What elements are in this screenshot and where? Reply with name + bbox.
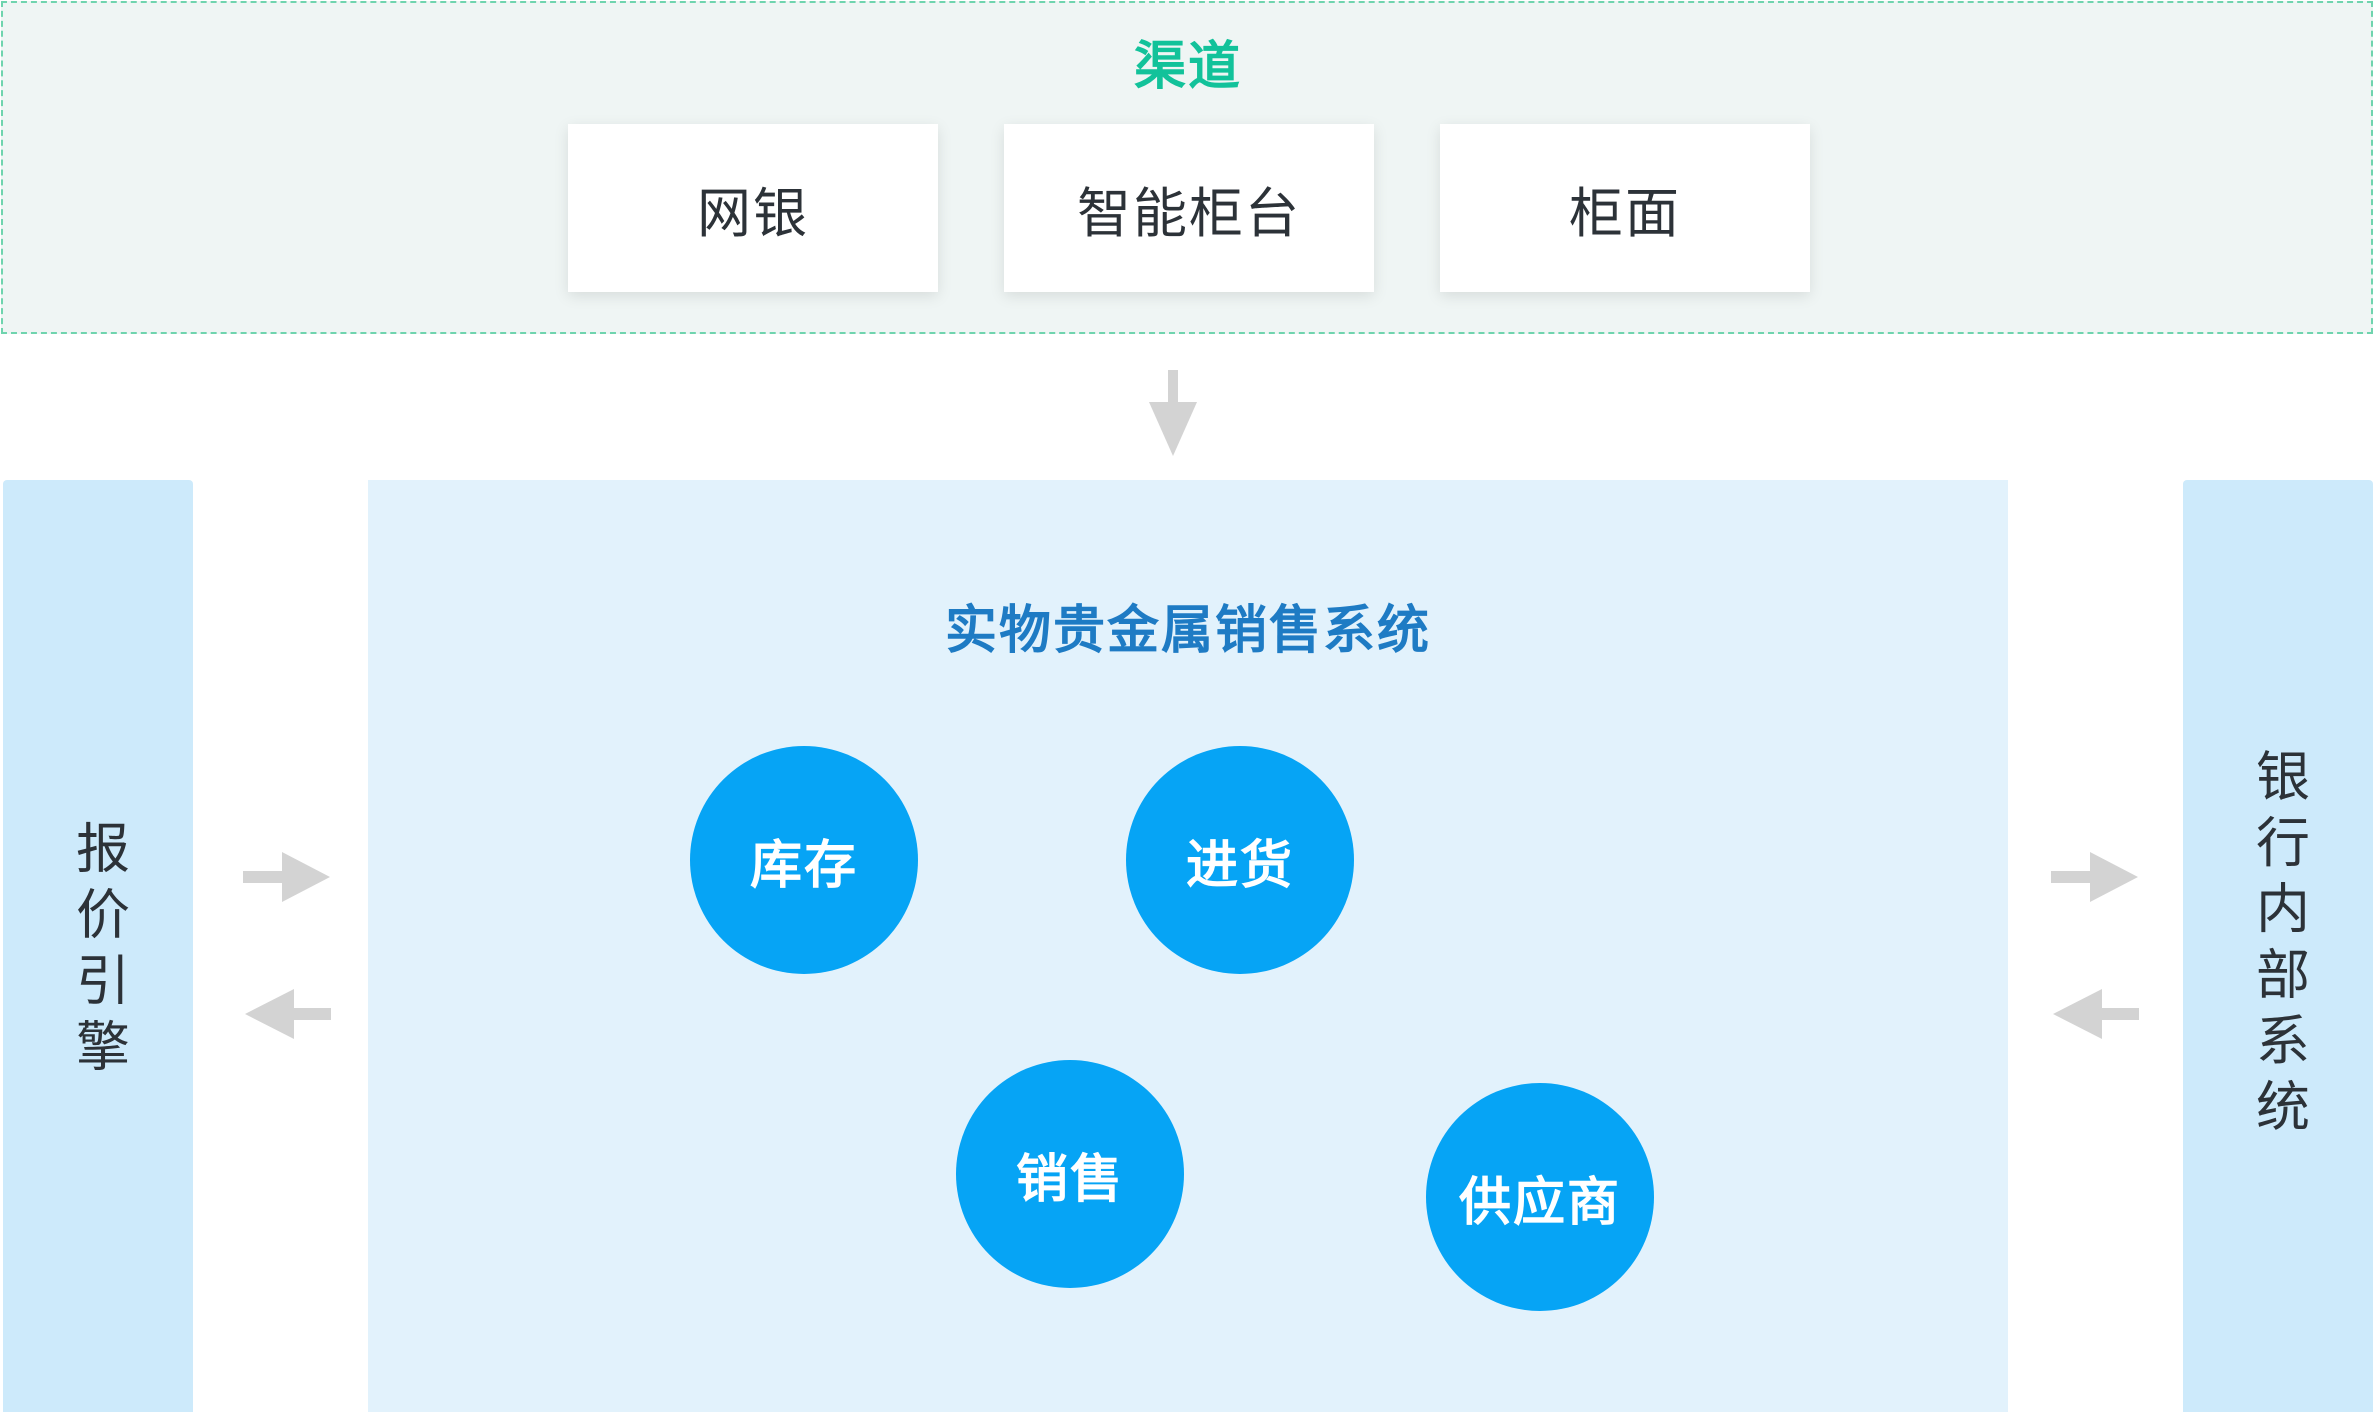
arrow-right-icon <box>2051 852 2138 902</box>
module-supplier: 供应商 <box>1426 1083 1654 1311</box>
quote-engine-panel: 报价引擎 <box>3 480 193 1412</box>
arrow-left-icon <box>245 989 331 1039</box>
module-sales: 销售 <box>956 1060 1184 1288</box>
channel-online-banking: 网银 <box>568 124 938 292</box>
arrow-right-icon <box>243 852 330 902</box>
module-purchasing: 进货 <box>1126 746 1354 974</box>
bank-internal-system-panel: 银行内部系统 <box>2183 480 2373 1412</box>
quote-engine-label: 报价引擎 <box>66 820 130 1084</box>
module-inventory: 库存 <box>690 746 918 974</box>
arrow-down-icon <box>1149 370 1197 456</box>
channel-title: 渠道 <box>1133 37 1242 97</box>
channel-counter: 柜面 <box>1440 124 1810 292</box>
bank-internal-system-label: 银行内部系统 <box>2246 748 2310 1144</box>
channel-smart-counter: 智能柜台 <box>1004 124 1374 292</box>
main-system-title: 实物贵金属销售系统 <box>944 601 1431 661</box>
arrow-left-icon <box>2053 989 2139 1039</box>
